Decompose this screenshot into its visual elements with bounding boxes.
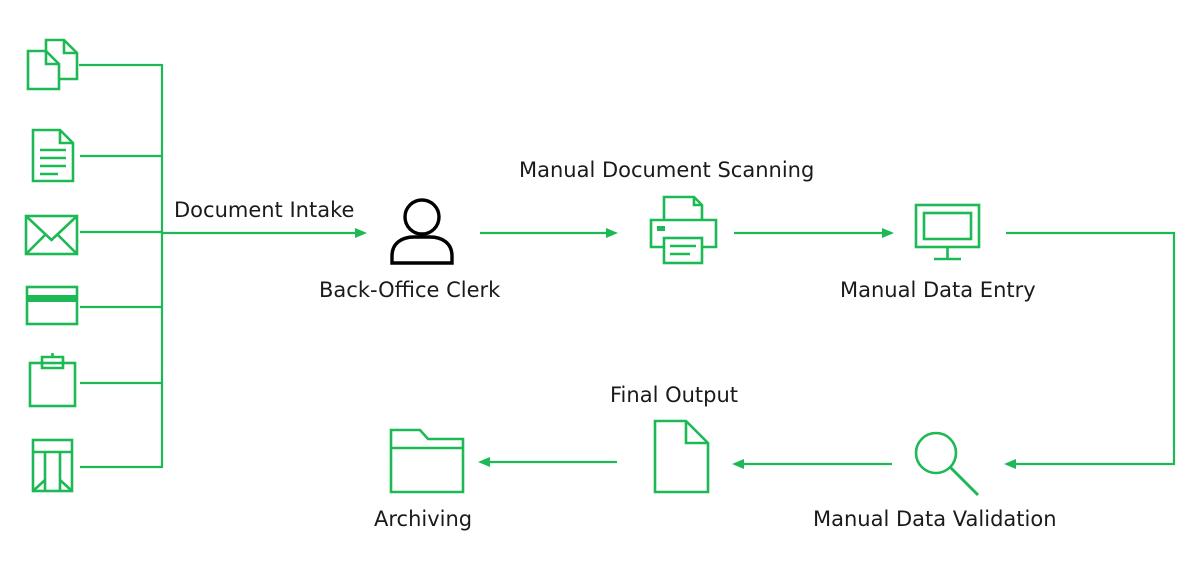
label-manual-data-entry: Manual Data Entry	[840, 278, 1036, 302]
label-manual-document-scanning: Manual Document Scanning	[519, 158, 814, 182]
arrow-entry-to-validation	[1004, 231, 1176, 469]
sealed-envelope-icon	[31, 438, 74, 493]
arrow-scanning-to-entry	[734, 228, 894, 238]
arrow-output-to-archiving	[478, 457, 617, 467]
label-document-intake: Document Intake	[174, 198, 354, 222]
arrow-intake-to-clerk	[162, 228, 367, 238]
label-back-office-clerk: Back-Office Clerk	[319, 278, 501, 302]
person-icon	[390, 198, 454, 265]
arrow-validation-to-output	[732, 459, 892, 469]
label-final-output: Final Output	[610, 383, 738, 407]
label-archiving: Archiving	[374, 507, 472, 531]
documents-copy-icon	[26, 38, 79, 91]
envelope-icon	[24, 214, 79, 256]
printer-icon	[649, 195, 718, 265]
clipboard-icon	[28, 353, 77, 408]
intake-bus	[79, 63, 164, 469]
label-manual-data-validation: Manual Data Validation	[813, 507, 1057, 531]
text-document-icon	[31, 128, 75, 183]
folder-icon	[389, 428, 465, 494]
monitor-icon	[914, 203, 981, 261]
magnifier-icon	[914, 431, 980, 497]
credit-card-icon	[25, 285, 79, 326]
document-icon	[653, 419, 710, 494]
arrow-clerk-to-scanning	[480, 228, 618, 238]
